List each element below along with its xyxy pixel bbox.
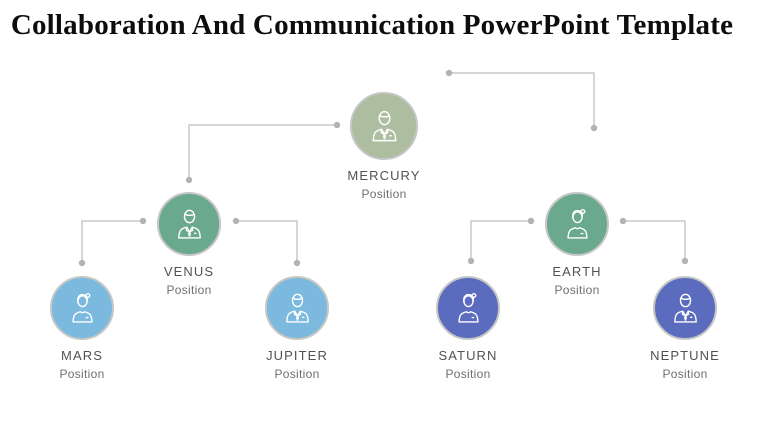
node-role: Position	[445, 367, 491, 381]
node-role: Position	[361, 187, 407, 201]
connector-title-to-earth-end-dot	[590, 124, 598, 132]
connector-earth-to-saturn-start-dot	[527, 217, 535, 225]
person-male-icon	[673, 293, 697, 323]
connector-venus-to-mars-end-dot	[78, 259, 86, 267]
connector-earth-to-neptune-end-dot	[681, 257, 689, 265]
node-earth-circle[interactable]	[545, 192, 609, 256]
node-neptune-label: NEPTUNE Position	[605, 347, 765, 382]
connector-mercury-to-venus-end-dot	[185, 176, 193, 184]
connector-earth-to-saturn	[470, 220, 531, 261]
connector-title-to-earth	[449, 72, 595, 128]
node-name: NEPTUNE	[650, 348, 720, 363]
node-mercury-label: MERCURY Position	[304, 167, 464, 202]
connector-venus-to-jupiter	[236, 220, 298, 263]
node-earth-label: EARTH Position	[497, 263, 657, 298]
connector-earth-to-neptune-start-dot	[619, 217, 627, 225]
person-male-icon	[371, 110, 397, 141]
node-neptune-circle[interactable]	[653, 276, 717, 340]
node-name: JUPITER	[266, 348, 328, 363]
node-name: SATURN	[438, 348, 498, 363]
connector-earth-to-neptune	[623, 220, 686, 261]
connector-venus-to-mars	[81, 220, 143, 263]
person-female-icon	[71, 292, 93, 323]
node-name: VENUS	[163, 264, 215, 279]
node-mars-circle[interactable]	[50, 276, 114, 340]
connector-title-to-earth-start-dot	[445, 69, 453, 77]
node-name: EARTH	[552, 264, 602, 279]
node-name: MERCURY	[347, 168, 421, 183]
node-role: Position	[274, 367, 320, 381]
node-venus-circle[interactable]	[157, 192, 221, 256]
node-mars-label: MARS Position	[2, 347, 162, 382]
connector-earth-to-saturn-end-dot	[467, 257, 475, 265]
person-female-icon	[566, 208, 588, 239]
slide-title: Collaboration And Communication PowerPoi…	[10, 9, 734, 41]
node-venus-label: VENUS Position	[109, 263, 269, 298]
person-male-icon	[177, 209, 201, 239]
person-female-icon	[457, 292, 479, 323]
connector-venus-to-jupiter-end-dot	[293, 259, 301, 267]
node-role: Position	[59, 367, 105, 381]
node-saturn-label: SATURN Position	[388, 347, 548, 382]
node-role: Position	[166, 283, 212, 297]
node-role: Position	[554, 283, 600, 297]
node-role: Position	[662, 367, 708, 381]
node-jupiter-label: JUPITER Position	[217, 347, 377, 382]
connector-venus-to-mars-start-dot	[139, 217, 147, 225]
connector-mercury-to-venus-start-dot	[333, 121, 341, 129]
node-name: MARS	[61, 348, 103, 363]
node-mercury-circle[interactable]	[350, 92, 418, 160]
connector-venus-to-jupiter-start-dot	[232, 217, 240, 225]
node-jupiter-circle[interactable]	[265, 276, 329, 340]
person-male-icon	[285, 293, 309, 323]
node-saturn-circle[interactable]	[436, 276, 500, 340]
